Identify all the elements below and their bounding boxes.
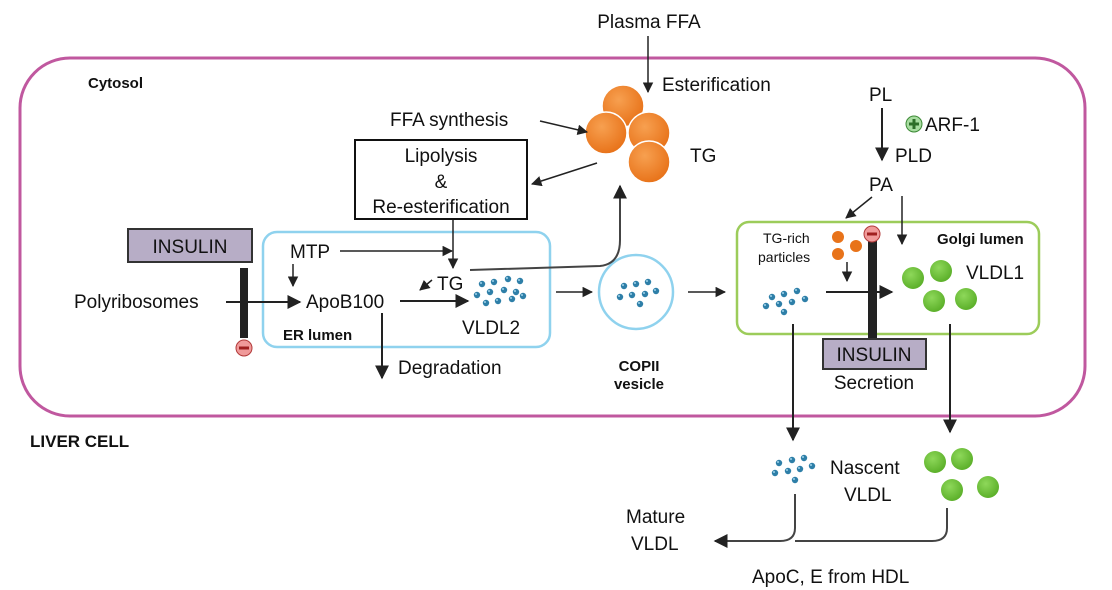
tg-rich-label-line1: TG-rich (763, 230, 810, 246)
copii-vesicle (597, 253, 675, 331)
mtp-label: MTP (290, 242, 330, 263)
secretion-label: Secretion (834, 373, 914, 394)
maturation-path (713, 494, 796, 548)
vldl2-particles (473, 275, 527, 307)
lipolysis-line3: Re-esterification (372, 197, 509, 218)
golgi-lumen-compartment (735, 220, 1041, 336)
ffa-synthesis-arrow (539, 120, 589, 135)
insulin-right-box (822, 338, 927, 370)
er-tg-arrow (419, 279, 433, 291)
tg-droplet-cluster (584, 84, 671, 184)
nascent-label-line1: Nascent (830, 458, 900, 479)
copii-particles (616, 278, 660, 308)
activate-arf1-icon (905, 115, 923, 133)
cytosol-label: Cytosol (88, 75, 143, 92)
insulin-right-label: INSULIN (837, 345, 912, 366)
lipolysis-box (354, 139, 528, 220)
tg-rich-particles (832, 231, 862, 260)
pa-label: PA (869, 175, 893, 196)
arf1-label: ARF-1 (925, 115, 980, 136)
vldl1-particles (902, 260, 977, 312)
pld-label: PLD (895, 146, 932, 167)
insulin-right-inhibitor-bar (868, 236, 877, 340)
tg-rich-label-line2: particles (758, 249, 810, 265)
mature-label-line1: Mature (626, 507, 685, 528)
nascent-vldl1-particles (924, 448, 999, 501)
ffa-synthesis-label: FFA synthesis (390, 110, 508, 131)
er-tg-to-droplet-path (469, 184, 627, 271)
apoc-label: ApoC, E from HDL (752, 567, 909, 588)
apob100-label: ApoB100 (306, 292, 384, 313)
copii-label-line1: COPII (619, 358, 660, 375)
nascent-vldl2-particles (771, 454, 816, 484)
polyribosomes-label: Polyribosomes (74, 292, 199, 313)
vldl2-label: VLDL2 (462, 318, 520, 339)
maturation-vldl1-path (795, 508, 948, 542)
lipolysis-line1: Lipolysis (405, 146, 478, 167)
lipolysis-line2: & (435, 172, 448, 193)
insulin-left-box (127, 228, 253, 263)
copii-label-line2: vesicle (614, 376, 664, 393)
vldl1-label: VLDL1 (966, 263, 1024, 284)
er-lumen-label: ER lumen (283, 327, 352, 344)
liver-cell-label: LIVER CELL (30, 432, 129, 451)
pa-to-particles-arrow (845, 196, 873, 219)
degradation-label: Degradation (398, 358, 502, 379)
er-lumen-compartment (261, 230, 552, 349)
mature-label-line2: VLDL (631, 534, 679, 555)
insulin-left-label: INSULIN (153, 237, 228, 258)
tg-droplet-label: TG (690, 146, 716, 167)
liver-cell-membrane (18, 56, 1087, 418)
er-tg-label: TG (437, 274, 463, 295)
tg-to-lipolysis-arrow (531, 162, 598, 187)
esterification-label: Esterification (662, 75, 771, 96)
inhibit-left-icon (235, 339, 253, 357)
golgi-lumen-label: Golgi lumen (937, 231, 1024, 248)
inhibit-right-icon (863, 225, 881, 243)
plasma-ffa-label: Plasma FFA (597, 12, 701, 33)
nascent-label-line2: VLDL (844, 485, 892, 506)
golgi-vldl2-particles (762, 287, 809, 316)
pl-label: PL (869, 85, 892, 106)
